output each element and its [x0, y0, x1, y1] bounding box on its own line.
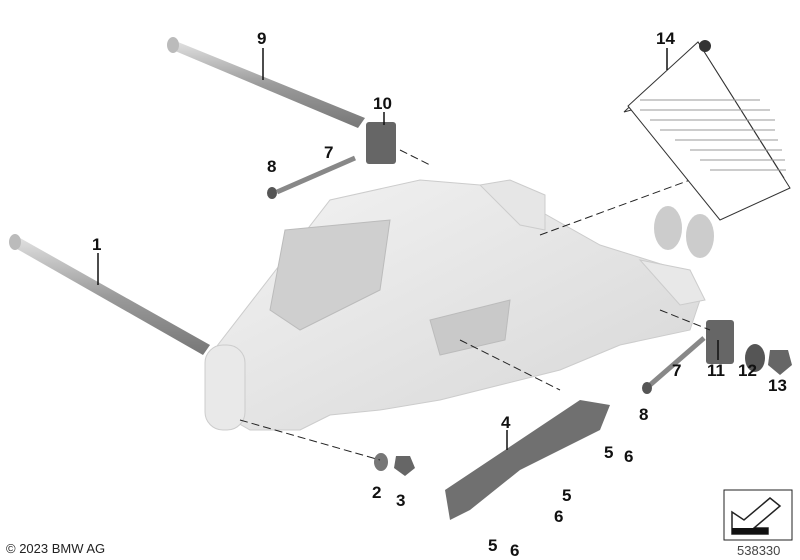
callout-6: 6	[554, 507, 563, 526]
callout-3: 3	[396, 491, 405, 510]
callout-7: 7	[672, 361, 681, 380]
callout-10: 10	[373, 94, 392, 113]
nut-8a[interactable]	[267, 187, 277, 199]
leader-lines	[97, 48, 719, 450]
view-direction-arrow-icon	[723, 489, 793, 541]
plate-11[interactable]	[706, 320, 734, 364]
callout-12: 12	[738, 361, 757, 380]
callout-5: 5	[562, 486, 571, 505]
callout-6: 6	[510, 541, 519, 560]
nut-8b[interactable]	[642, 382, 652, 394]
washer-12[interactable]	[745, 344, 765, 372]
swingarm[interactable]	[204, 179, 706, 431]
callout-14: 14	[656, 29, 675, 48]
bolt-7a[interactable]	[276, 155, 356, 195]
callout-4: 4	[501, 413, 511, 432]
chain-guard-4[interactable]	[445, 400, 610, 520]
axle-9[interactable]	[167, 37, 365, 128]
callout-2: 2	[372, 483, 381, 502]
washer-2[interactable]	[374, 453, 388, 471]
callout-6: 6	[624, 447, 633, 466]
axle-1[interactable]	[9, 234, 210, 355]
center-lines	[239, 149, 711, 461]
label-sticker-14[interactable]	[623, 40, 791, 221]
callout-5: 5	[488, 536, 497, 555]
callout-8: 8	[639, 405, 648, 424]
callout-8: 8	[267, 157, 276, 176]
bmw-logo-icon	[699, 40, 711, 52]
callout-13: 13	[768, 376, 787, 395]
callout-11: 11	[707, 361, 725, 380]
copyright: © 2023 BMW AG	[6, 541, 106, 556]
diagram-id: 538330	[737, 543, 781, 558]
nut-3[interactable]	[394, 456, 415, 476]
nut-13[interactable]	[768, 350, 792, 375]
bolt-7b[interactable]	[648, 336, 706, 387]
shim-b[interactable]	[686, 214, 714, 258]
callout-5: 5	[604, 443, 613, 462]
callouts: 9 10 14 7 8 1 4 5 6 2 3 5 6 5 6 8 7 11 1…	[92, 29, 787, 560]
callout-9: 9	[257, 29, 266, 48]
callout-7: 7	[324, 143, 333, 162]
shim-a[interactable]	[654, 206, 682, 250]
callout-1: 1	[92, 235, 101, 254]
plate-10[interactable]	[366, 122, 396, 164]
